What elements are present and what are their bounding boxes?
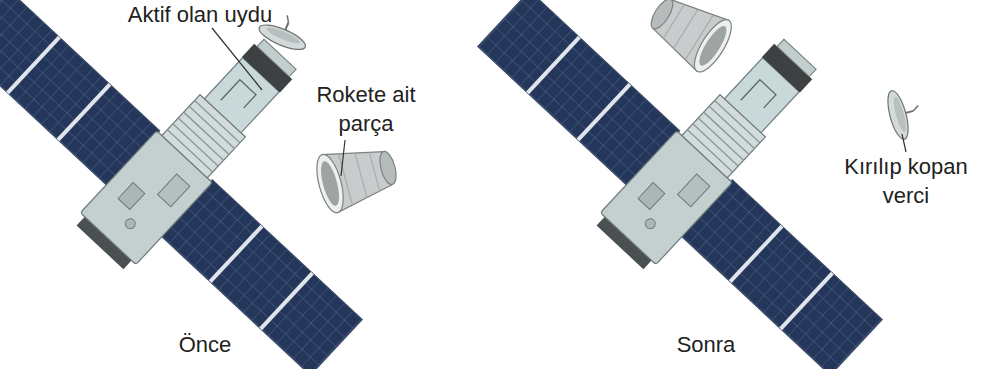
active-satellite [0, 0, 456, 369]
caption-label: Sonra [646, 330, 766, 359]
leader-line [212, 28, 906, 176]
rocket-part [640, 0, 738, 77]
part-label: Kırılıp kopan verci [831, 152, 981, 210]
rocket-part [312, 137, 403, 215]
active-satellite [0, 0, 456, 369]
broken-transmitter [884, 85, 926, 141]
leader-line [212, 28, 262, 90]
leader-line [341, 140, 345, 176]
part-label: Aktif olan uydu [100, 0, 300, 29]
leader-line [902, 134, 906, 152]
part-label: Rokete ait parça [306, 80, 426, 138]
caption-label: Önce [145, 330, 265, 359]
